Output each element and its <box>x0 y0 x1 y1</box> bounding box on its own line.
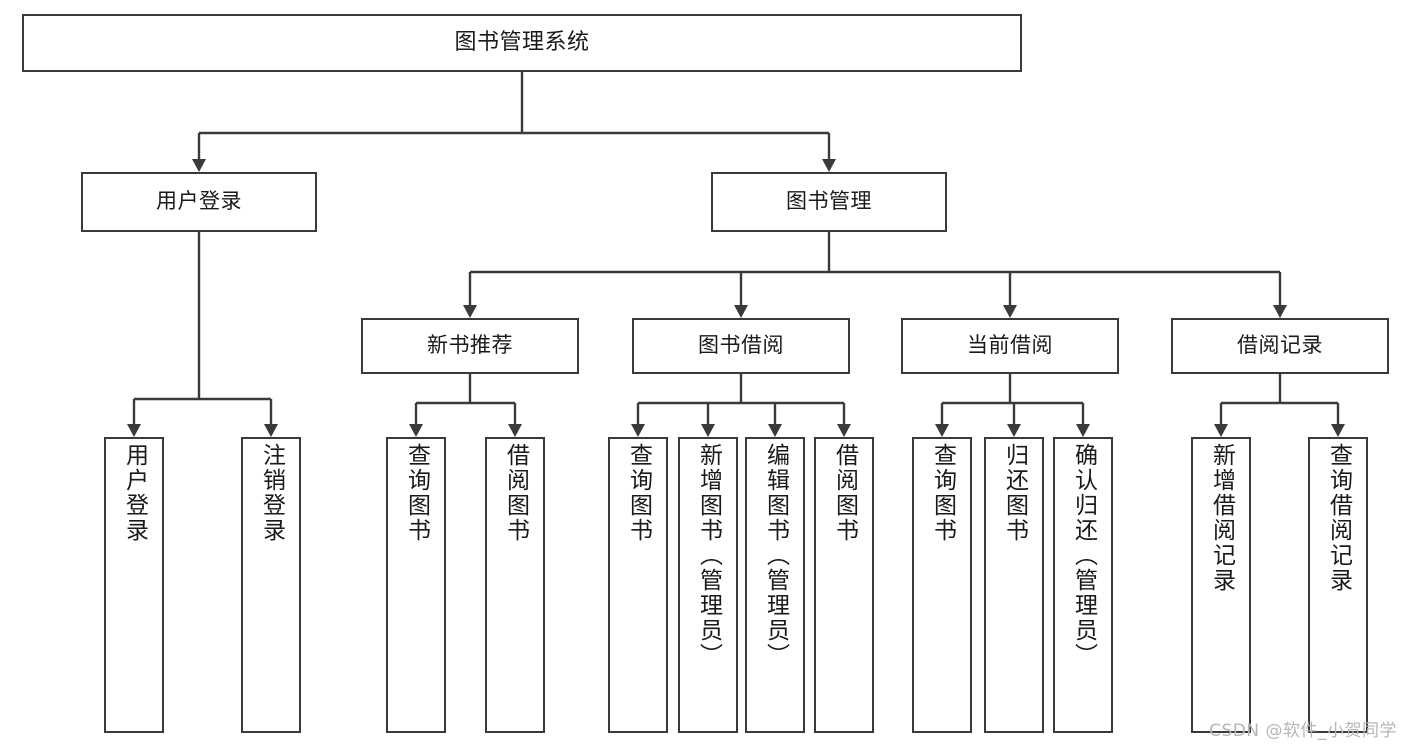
node-label: 注销登录 <box>258 443 285 543</box>
arrow-head <box>1273 305 1287 318</box>
node-leaf-add-book[interactable]: 新增图书（管理员） <box>678 437 738 733</box>
arrow-head <box>822 159 836 172</box>
node-leaf-borrow-book-1[interactable]: 借阅图书 <box>485 437 545 733</box>
node-leaf-query-book-2[interactable]: 查询图书 <box>608 437 668 733</box>
node-label: 借阅图书 <box>831 443 858 543</box>
node-leaf-query-record[interactable]: 查询借阅记录 <box>1308 437 1368 733</box>
node-leaf-logout[interactable]: 注销登录 <box>241 437 301 733</box>
node-label: 查询图书 <box>625 443 652 543</box>
arrow-head <box>734 305 748 318</box>
watermark: CSDN @软件_小贺同学 <box>1209 721 1397 741</box>
arrow-head <box>409 424 423 437</box>
arrow-head <box>935 424 949 437</box>
node-borrow-record[interactable]: 借阅记录 <box>1171 318 1389 374</box>
node-label: 编辑图书（管理员） <box>762 443 789 668</box>
node-label: 借阅记录 <box>1237 333 1323 358</box>
node-label: 查询图书 <box>929 443 956 543</box>
node-leaf-user-login[interactable]: 用户登录 <box>104 437 164 733</box>
arrow-head <box>1076 424 1090 437</box>
arrow-head <box>1007 424 1021 437</box>
node-label: 新书推荐 <box>427 333 513 358</box>
node-root-system[interactable]: 图书管理系统 <box>22 14 1022 72</box>
node-label: 图书管理 <box>786 189 872 214</box>
arrow-head <box>768 424 782 437</box>
node-leaf-borrow-book-2[interactable]: 借阅图书 <box>814 437 874 733</box>
node-user-login[interactable]: 用户登录 <box>81 172 317 232</box>
node-label: 查询借阅记录 <box>1325 443 1352 593</box>
node-leaf-query-book-3[interactable]: 查询图书 <box>912 437 972 733</box>
node-label: 图书管理系统 <box>454 29 590 55</box>
arrow-head <box>1003 305 1017 318</box>
node-label: 用户登录 <box>121 443 148 543</box>
arrow-head <box>508 424 522 437</box>
arrow-head <box>127 424 141 437</box>
node-label: 查询图书 <box>403 443 430 543</box>
arrow-head <box>1214 424 1228 437</box>
node-leaf-edit-book[interactable]: 编辑图书（管理员） <box>745 437 805 733</box>
node-book-manage[interactable]: 图书管理 <box>711 172 947 232</box>
node-book-borrow[interactable]: 图书借阅 <box>632 318 850 374</box>
node-label: 借阅图书 <box>502 443 529 543</box>
node-leaf-confirm-return[interactable]: 确认归还（管理员） <box>1053 437 1113 733</box>
node-label: 图书借阅 <box>698 333 784 358</box>
node-leaf-add-record[interactable]: 新增借阅记录 <box>1191 437 1251 733</box>
arrow-head <box>264 424 278 437</box>
arrow-head <box>701 424 715 437</box>
node-label: 用户登录 <box>156 189 242 214</box>
node-new-book-rec[interactable]: 新书推荐 <box>361 318 579 374</box>
arrow-head <box>192 159 206 172</box>
node-label: 新增图书（管理员） <box>695 443 722 668</box>
node-leaf-query-book-1[interactable]: 查询图书 <box>386 437 446 733</box>
arrow-head <box>631 424 645 437</box>
node-current-borrow[interactable]: 当前借阅 <box>901 318 1119 374</box>
node-label: 新增借阅记录 <box>1208 443 1235 593</box>
arrow-head <box>463 305 477 318</box>
node-label: 确认归还（管理员） <box>1070 443 1097 668</box>
node-leaf-return-book[interactable]: 归还图书 <box>984 437 1044 733</box>
arrow-head <box>1331 424 1345 437</box>
node-label: 归还图书 <box>1001 443 1028 543</box>
arrow-head <box>837 424 851 437</box>
node-label: 当前借阅 <box>967 333 1053 358</box>
